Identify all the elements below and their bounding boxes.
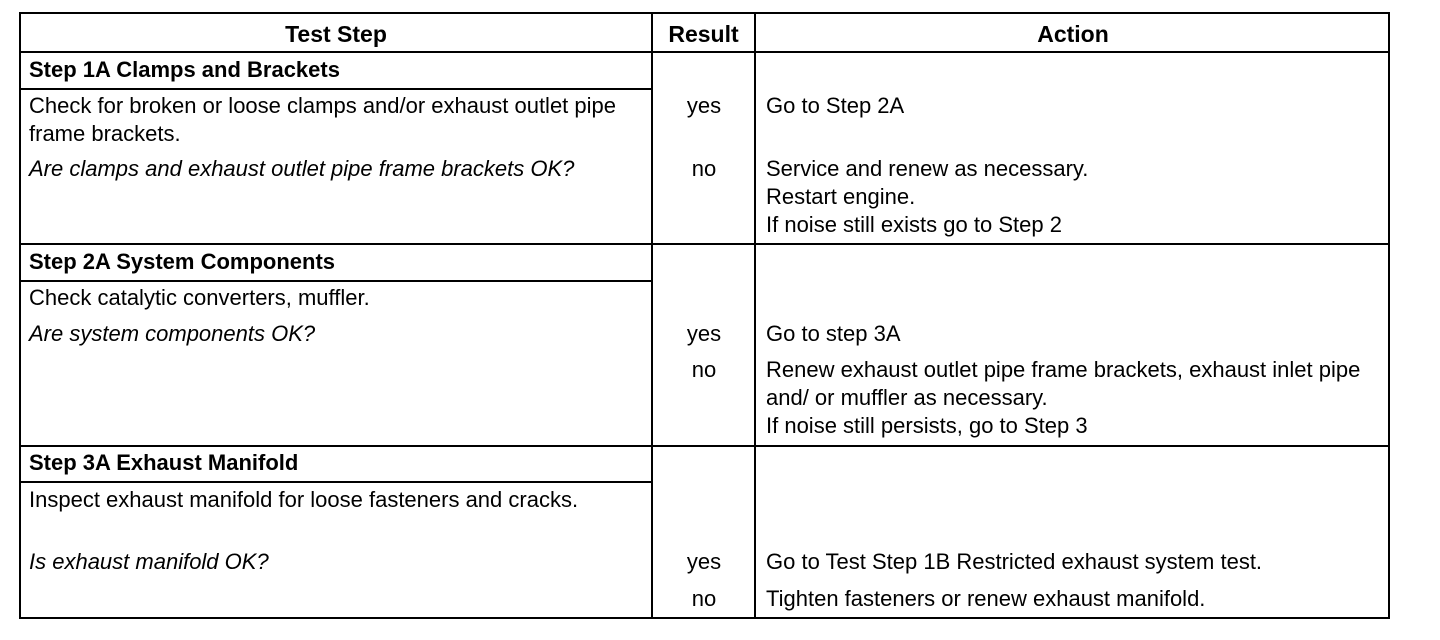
step-2a-result-no: no <box>691 357 717 382</box>
step-1a-bottom-rule <box>21 243 1388 245</box>
step-1a-action-yes: Go to Step 2A <box>766 93 905 118</box>
step-3a-result-no: no <box>691 586 717 611</box>
step-2a-instruction: Check catalytic converters, muffler. <box>29 285 370 310</box>
step-2a-title: Step 2A System Components <box>29 249 336 274</box>
column-divider-result <box>651 14 653 617</box>
step-2a-action-yes: Go to step 3A <box>766 321 901 346</box>
step-2a-action-no: Renew exhaust outlet pipe frame brackets… <box>766 357 1361 438</box>
step-3a-title-rule <box>21 481 651 483</box>
column-divider-action <box>754 14 756 617</box>
header-action: Action <box>1037 21 1109 47</box>
step-2a-question: Are system components OK? <box>29 321 316 346</box>
step-1a-result-no: no <box>691 156 717 181</box>
step-2a-result-yes: yes <box>686 321 722 346</box>
header-bottom-rule <box>21 51 1388 53</box>
step-2a-bottom-rule <box>21 445 1388 447</box>
header-test-step: Test Step <box>285 21 387 47</box>
step-1a-title-rule <box>21 88 651 90</box>
step-1a-question: Are clamps and exhaust outlet pipe frame… <box>29 156 575 181</box>
step-3a-action-no: Tighten fasteners or renew exhaust manif… <box>766 586 1206 611</box>
step-3a-question: Is exhaust manifold OK? <box>29 549 269 574</box>
step-1a-instruction: Check for broken or loose clamps and/or … <box>29 93 616 146</box>
diagnostic-table: Test Step Result Action Step 1A Clamps a… <box>19 12 1390 619</box>
step-3a-result-yes: yes <box>686 549 722 574</box>
step-1a-action-no: Service and renew as necessary. Restart … <box>766 156 1089 237</box>
step-1a-title: Step 1A Clamps and Brackets <box>29 57 340 82</box>
header-result: Result <box>668 21 739 47</box>
step-3a-action-yes: Go to Test Step 1B Restricted exhaust sy… <box>766 549 1263 574</box>
step-3a-instruction: Inspect exhaust manifold for loose faste… <box>29 487 579 512</box>
step-3a-title: Step 3A Exhaust Manifold <box>29 450 299 475</box>
step-2a-title-rule <box>21 280 651 282</box>
step-1a-result-yes: yes <box>686 93 722 118</box>
